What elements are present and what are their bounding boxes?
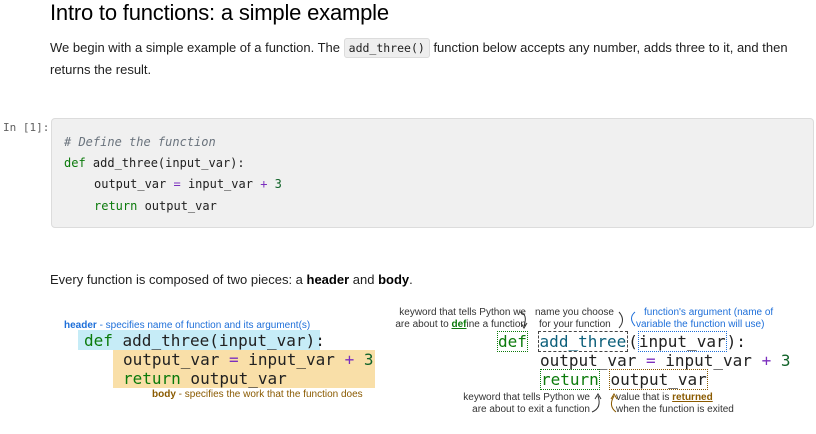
intro-text-after: function below accepts any number, adds … (50, 40, 788, 77)
def-annotation-2c: ine a function (466, 319, 527, 330)
return-annotation-line2: are about to exit a function (472, 404, 590, 415)
assign-eq: = (166, 177, 188, 191)
body-annotation: body - specifies the work that the funct… (152, 389, 363, 400)
code-cell[interactable]: # Define the function def add_three(inpu… (51, 118, 814, 228)
diagram-left-keyword-def: def (84, 331, 113, 350)
assign-plus: + (252, 177, 275, 191)
code-line-return: return output_var (94, 199, 217, 213)
return-value-annotation-line2: when the function is exited (616, 404, 734, 415)
pieces-header: header (306, 272, 350, 287)
arg-annotation-line2: variable the function will use) (636, 319, 765, 330)
diagram-left-assign-eq: = (219, 350, 249, 369)
page-title: Intro to functions: a simple example (50, 0, 389, 25)
diagram-right-assign-plus: + (751, 351, 781, 370)
annotation-arrows-bottom (591, 393, 618, 413)
diagram-right-colon: : (736, 332, 746, 351)
diagram-right-paren-open: ( (628, 332, 638, 351)
name-annotation-line1: name you choose (535, 307, 614, 318)
diagram-right-assign-lhs: output_var (540, 351, 637, 370)
def-annotation-line2: are about to define a function (386, 319, 526, 331)
header-annotation: header - specifies name of function and … (64, 320, 310, 331)
arg-annotation-line1: function's argument (name of (644, 307, 774, 318)
def-keyword-annotation: keyword that tells Python we are about t… (386, 307, 526, 331)
annotation-arrows-top (519, 311, 636, 329)
diagram-right-line-assign: output_var = input_var + 3 (540, 351, 790, 370)
diagram-left-return-value: output_var (180, 369, 287, 388)
return-annotation-line1: keyword that tells Python we (463, 392, 590, 403)
keyword-def: def (64, 156, 86, 170)
header-annotation-desc: - specifies name of function and its arg… (96, 320, 311, 331)
diagram-right-return-value: output_var (609, 369, 708, 390)
def-annotation-2a: are about to (395, 319, 452, 330)
body-highlight (113, 350, 375, 388)
diagram-left-signature: add_three(input_var): (112, 331, 325, 350)
diagram-right-assign-eq: = (636, 351, 666, 370)
name-annotation-line2: for your function (539, 319, 611, 330)
pieces-before: Every function is composed of two pieces… (50, 272, 307, 287)
pieces-mid: and (349, 272, 379, 287)
cell-prompt: In [1]: (3, 121, 50, 134)
diagram-right-keyword-def: def (497, 331, 528, 352)
diagram-left-assign-num: 3 (363, 350, 374, 369)
header-annotation-label: header (64, 320, 97, 331)
body-annotation-label: body (152, 389, 176, 400)
assign-rhs: input_var (187, 177, 253, 191)
pieces-end: . (409, 272, 413, 287)
diagram-left-keyword-return: return (123, 369, 181, 388)
diagram-left-line-def: def add_three(input_var): (84, 331, 325, 350)
diagram-left-assign-rhs: input_var (248, 350, 335, 369)
return-value-annotation-1b: returned (672, 392, 713, 403)
diagram-left-assign-lhs: output_var (123, 350, 220, 369)
return-value: output_var (137, 199, 217, 213)
pieces-body: body (378, 272, 410, 287)
code-line-assign: output_var = input_var + 3 (94, 177, 282, 191)
def-annotation-line1: keyword that tells Python we (399, 307, 526, 318)
intro-paragraph: We begin with a simple example of a func… (50, 37, 795, 81)
inline-code-add-three: add_three() (343, 38, 430, 58)
diagram-left-line-return: return output_var (123, 369, 287, 388)
diagram-right-assign-num: 3 (780, 351, 791, 370)
arg-annotation: function's argument (name of variable th… (636, 307, 806, 331)
intro-text-before: We begin with a simple example of a func… (50, 40, 341, 55)
return-value-annotation-line1: value that is returned (616, 392, 786, 404)
def-signature: add_three(input_var): (85, 156, 245, 170)
body-annotation-desc: - specifies the work that the function d… (175, 389, 363, 400)
diagram-right-assign-rhs: input_var (665, 351, 752, 370)
keyword-return: return (94, 199, 138, 213)
diagram-left-assign-plus: + (334, 350, 364, 369)
name-annotation: name you choose for your function (535, 307, 620, 331)
diagram-right-paren-close: ) (726, 332, 737, 351)
assign-num: 3 (274, 177, 282, 191)
return-value-annotation-1a: value that is (616, 392, 673, 403)
code-comment: # Define the function (64, 135, 216, 149)
diagram-right-arg: input_var (637, 331, 727, 352)
return-value-annotation: value that is returned when the function… (616, 392, 786, 416)
assign-lhs: output_var (94, 177, 167, 191)
diagram-right-fn-name: add_three (537, 331, 629, 352)
diagram-right-line-def: def add_three(input_var): (497, 331, 746, 352)
code-line-def: def add_three(input_var): (64, 156, 245, 170)
header-highlight (78, 330, 320, 350)
diagram-left-line-assign: output_var = input_var + 3 (123, 350, 373, 369)
diagram-right-keyword-return: return (540, 369, 600, 390)
def-annotation-2b: def (451, 319, 467, 330)
pieces-paragraph: Every function is composed of two pieces… (50, 272, 413, 287)
return-keyword-annotation: keyword that tells Python we are about t… (440, 392, 590, 416)
diagram-right-line-return: return output_var (540, 369, 708, 390)
